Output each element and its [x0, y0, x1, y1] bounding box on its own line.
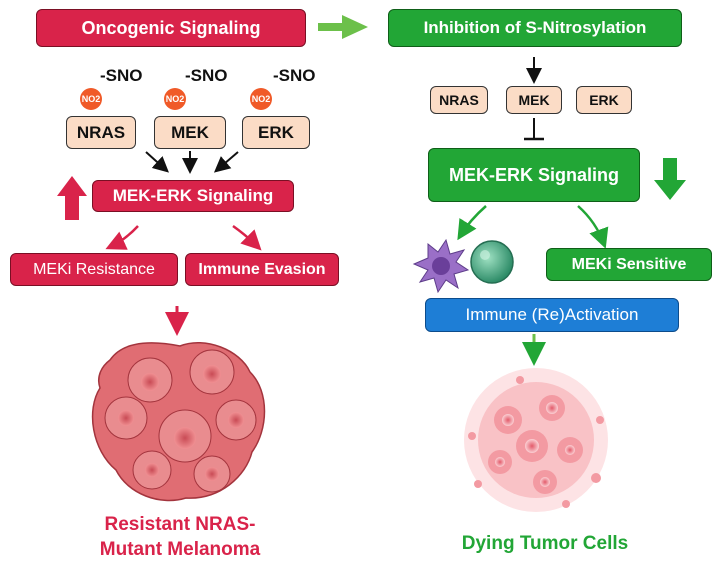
no2-icon: NO2: [250, 88, 272, 110]
right-protein-nras: NRAS: [430, 86, 488, 114]
right-mek-erk-signaling-box: MEK-ERK Signaling: [428, 148, 640, 202]
no2-icon: NO2: [164, 88, 186, 110]
transition-arrow: [318, 15, 368, 39]
arrow-to-meki-resistance: [105, 225, 139, 250]
sno-label-nras: -SNO: [100, 66, 143, 85]
arrow-to-immune-evasion: [232, 224, 262, 251]
oncogenic-signaling-box: Oncogenic Signaling: [36, 9, 306, 47]
meki-resistance-box: MEKi Resistance: [10, 253, 178, 286]
left-caption-line1: Resistant NRAS-: [104, 514, 256, 535]
left-caption-line2: Mutant Melanoma: [99, 538, 261, 560]
right-protein-mek: MEK: [506, 86, 562, 114]
sno-label-erk: -SNO: [273, 66, 316, 85]
down-arrow-icon: [654, 158, 686, 200]
arrow-to-meki-sensitive: [577, 205, 609, 249]
arrow-erk-to-signaling: [213, 151, 239, 173]
up-arrow-icon: [57, 176, 87, 220]
right-protein-erk: ERK: [576, 86, 632, 114]
protein-mek: MEK: [154, 116, 226, 149]
inhibition-box: Inhibition of S-Nitrosylation: [388, 9, 682, 47]
t-cell-icon: [470, 240, 514, 284]
resistant-tumor-illustration: [91, 342, 266, 502]
dendritic-cell-icon: [412, 238, 470, 294]
protein-nras: NRAS: [66, 116, 136, 149]
right-caption: Dying Tumor Cells: [461, 533, 629, 554]
left-mek-erk-signaling-box: MEK-ERK Signaling: [92, 180, 294, 212]
arrow-to-immune-cells: [457, 205, 487, 241]
sno-label-mek: -SNO: [185, 66, 228, 85]
immune-reactivation-box: Immune (Re)Activation: [425, 298, 679, 332]
no2-icon: NO2: [80, 88, 102, 110]
meki-sensitive-box: MEKi Sensitive: [546, 248, 712, 281]
arrow-nras-to-signaling: [145, 151, 169, 173]
immune-evasion-box: Immune Evasion: [185, 253, 339, 286]
dying-tumor-illustration: [464, 368, 608, 512]
protein-erk: ERK: [242, 116, 310, 149]
left-caption: Resistant NRAS- Mutant Melanoma: [40, 513, 320, 562]
